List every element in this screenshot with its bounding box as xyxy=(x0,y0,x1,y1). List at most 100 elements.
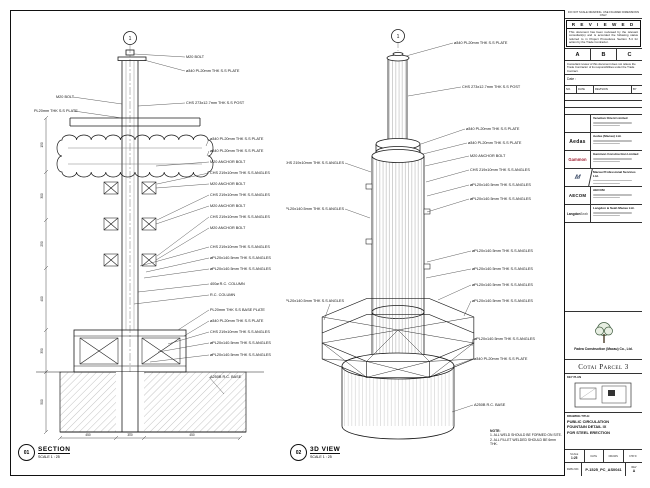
rev-cell: REV A xyxy=(625,463,642,476)
revision-row-empty xyxy=(565,108,642,116)
iso-geometry xyxy=(321,29,475,440)
address-text-placeholder xyxy=(593,121,632,124)
annotation-label: ⌀PL20x140.5mm THK S.S ANGLES xyxy=(286,299,344,303)
rev-col-description: REVISION xyxy=(594,86,632,94)
rev-col-by: BY xyxy=(633,88,637,92)
address-text-placeholder xyxy=(593,139,632,142)
status-option-c[interactable]: C xyxy=(627,51,632,58)
review-status-options: A B C xyxy=(565,49,642,62)
rev-label: REV xyxy=(631,466,637,469)
contractor-box: Fadea Construction (Macau) Co., Ltd. xyxy=(565,312,642,360)
scale-value: 1:25 xyxy=(571,455,578,460)
annotation-label: ⌀PL20x140.5mm THK S.S ANGLES xyxy=(210,353,271,357)
annotation-label: ⌀340 PL20mm THK S.S PLATE xyxy=(454,41,508,45)
annotation-label: CHS 273x12.7mm THK S.S POST xyxy=(186,101,245,105)
logo-part: Seah xyxy=(580,211,589,216)
tree-logo-icon xyxy=(594,321,613,343)
consultant-row-engineer: M Macau Professional Services Ltd. xyxy=(565,169,642,188)
grid-bubble-label: 1 xyxy=(397,34,400,40)
annotation-label: CHS 219x10mm THK S.S ANGLES xyxy=(210,245,270,249)
iso-view-drawing: 1 ⌀340 PL20mm THK S.S PLATE CHS 273x12.7… xyxy=(286,29,535,440)
address-text-placeholder xyxy=(593,142,621,145)
title-block: DO NOT SCALE DRAWING. USE FIGURED DIMENS… xyxy=(564,10,642,476)
view-scale-label: SCALE 1 : 25 xyxy=(310,455,332,459)
annotation-label: ⌀340 PL20mm THK S.S PLATE xyxy=(210,319,264,323)
drawing-title-box: DRAWING TITLE: PUBLIC CIRCULATION FOUNTA… xyxy=(565,413,642,450)
key-plan-label: KEY PLAN xyxy=(567,375,582,379)
annotation-label: ⌀340 PL20mm THK S.S PLATE xyxy=(468,141,522,145)
logo-part: Langdon xyxy=(566,211,581,216)
revision-table-header: NO. DATE REVISION BY xyxy=(565,86,642,95)
reviewed-stamp-header: R E V I E W E D xyxy=(567,21,640,30)
address-text-placeholder xyxy=(593,157,632,160)
drawing-title-line: PUBLIC CIRCULATION xyxy=(567,419,610,424)
section-annotations: M20 BOLT ⌀340 PL20mm THK S.S PLATE CHS 2… xyxy=(34,53,271,395)
rev-value: A xyxy=(632,469,636,473)
drawn-label: DRAWN xyxy=(608,454,618,458)
view-number-bubble: 02 xyxy=(290,444,307,461)
notes-title: NOTE: xyxy=(490,429,501,433)
annotation-label: ⌀PL20x140.5mm THK S.S ANGLES xyxy=(210,267,271,271)
rev-col-no: NO. xyxy=(565,86,577,94)
annotation-label: 400⌀ R.C. COLUMN xyxy=(210,282,245,286)
status-option-b[interactable]: B xyxy=(591,49,617,61)
consultant-name: Venetian Orient Limited xyxy=(593,115,628,120)
consultant-name: AECOM xyxy=(593,187,605,192)
annotation-label: ⌀PL20x140.5mm THK S.S ANGLES xyxy=(470,183,531,187)
annotation-label: CHS 219x10mm THK S.S ANGLES xyxy=(210,193,270,197)
annotation-label: CHS 219x10mm THK S.S ANGLES xyxy=(210,330,270,334)
annotation-label: ⌀PL20x140.5mm THK S.S ANGLES xyxy=(210,341,271,345)
view-scale-label: SCALE 1 : 25 xyxy=(38,455,60,459)
checked-cell: CHK'D xyxy=(624,450,643,462)
annotation-label: ⌀PL20x140.5mm THK S.S ANGLES xyxy=(470,197,531,201)
dimension-value: 400 xyxy=(40,296,44,302)
address-text-placeholder xyxy=(593,214,621,217)
annotation-label: ⌀PL20x140.5mm THK S.S ANGLES xyxy=(472,267,533,271)
annotation-label: M20 ANCHOR BOLT xyxy=(470,154,506,158)
annotation-label: M20 ANCHOR BOLT xyxy=(210,160,246,164)
consultant-row-architect: Aedas Aedas (Macau) Ltd. xyxy=(565,133,642,152)
consultant-row-client: Venetian Orient Limited xyxy=(565,115,642,134)
annotation-label: M20 ANCHOR BOLT xyxy=(210,204,246,208)
drawing-title-line: FOUNTAIN DETAIL IX xyxy=(567,424,607,430)
address-text-placeholder xyxy=(593,124,621,127)
sheet-general-note: DO NOT SCALE DRAWING. USE FIGURED DIMENS… xyxy=(565,10,642,20)
reviewed-stamp-footnote: Consultant review of this document does … xyxy=(565,61,642,76)
address-text-placeholder xyxy=(593,211,632,214)
drawing-number-row: DWG NO. P-1525_PC_AS0041 REV A xyxy=(565,463,642,476)
dimension-value: 350 xyxy=(40,348,44,354)
annotation-label: ⌀PL20x140.5mm THK S.S ANGLES xyxy=(472,249,533,253)
checked-label: CHK'D xyxy=(628,454,637,458)
reviewed-stamp: R E V I E W E D This document has been r… xyxy=(565,19,642,50)
general-notes: NOTE: 1. ALL WELD SHOULD BE FORMED ON SI… xyxy=(490,429,562,446)
consultant-name: Aedas (Macau) Ltd. xyxy=(593,133,622,138)
view-number: 01 xyxy=(23,449,30,456)
annotation-label: ⌀340 PL20mm THK S.S PLATE xyxy=(210,149,264,153)
drawn-cell: DRAWN xyxy=(604,450,624,462)
annotation-label: ⌀340 PL20mm THK S.S PLATE xyxy=(186,69,240,73)
key-plan-drawing xyxy=(574,382,632,408)
date-label: DATE xyxy=(590,454,597,458)
rev-col-date: DATE xyxy=(577,86,594,94)
status-option-a[interactable]: A xyxy=(565,49,591,61)
scale-label: SCALE xyxy=(570,452,579,456)
section-view-title: 01 SECTION SCALE 1 : 25 xyxy=(18,444,71,461)
annotation-label: PL20mm THK S.S PLATE xyxy=(34,109,78,113)
dwg-no-label: DWG NO. xyxy=(565,463,583,476)
annotation-label: CHS 219x10mm THK S.S ANGLES xyxy=(210,215,270,219)
annotation-label: ⌀PL20x140.5mm THK S.S ANGLES xyxy=(472,283,533,287)
annotation-label: CHS 219x10mm THK S.S ANGLES xyxy=(210,171,270,175)
revision-row-empty xyxy=(565,101,642,109)
dimension-value: 150 xyxy=(40,142,44,148)
address-text-placeholder xyxy=(593,196,621,199)
consultant-name: Gammon Construction Limited xyxy=(593,151,639,156)
address-text-placeholder xyxy=(593,193,632,196)
drawing-meta-row: SCALE 1:25 DATE DRAWN CHK'D xyxy=(565,450,642,463)
gammon-logo: Gammon xyxy=(565,151,591,169)
annotation-label: M20 BOLT xyxy=(186,55,205,59)
annotation-label: CHS 219x10mm THK S.S ANGLES xyxy=(470,168,530,172)
view-title-text: SECTION SCALE 1 : 25 xyxy=(38,446,71,459)
project-name: Cotai Parcel 3 xyxy=(565,360,642,374)
